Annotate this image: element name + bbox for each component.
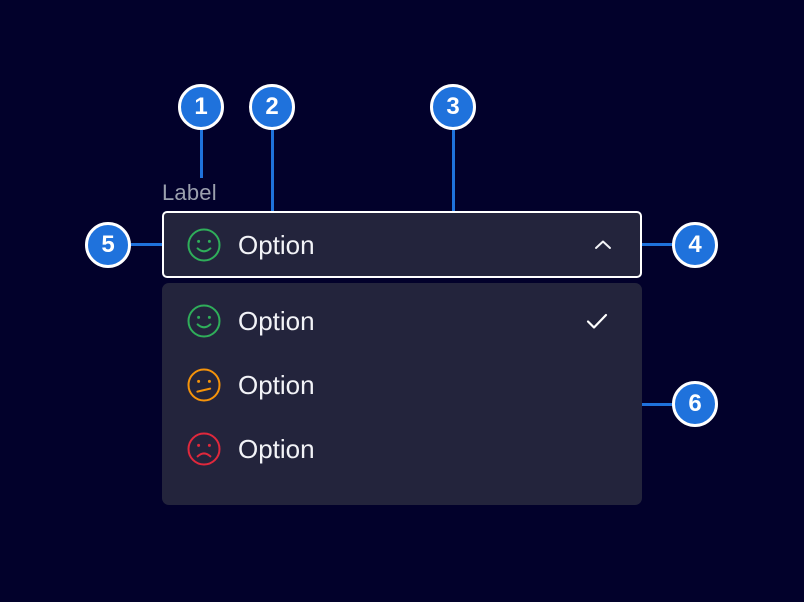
check-icon	[582, 306, 612, 336]
dropdown-panel: Option Option	[162, 283, 642, 505]
dropdown-option-label: Option	[238, 306, 315, 336]
leader-line-6	[642, 403, 674, 406]
leader-line-5	[131, 243, 163, 246]
select-value: Option	[186, 227, 588, 263]
face-neutral-icon	[187, 368, 221, 402]
callout-badge-3[interactable]: 3	[430, 84, 476, 130]
callout-badge-4[interactable]: 4	[672, 222, 718, 268]
select-control[interactable]: Option	[162, 211, 642, 278]
callout-badge-5[interactable]: 5	[85, 222, 131, 268]
leader-line-3	[452, 130, 455, 241]
dropdown-option-2[interactable]: Option	[162, 353, 642, 417]
chevron-up-icon[interactable]	[588, 230, 618, 260]
callout-badge-2[interactable]: 2	[249, 84, 295, 130]
field-label: Label	[162, 180, 217, 205]
callout-badge-1[interactable]: 1	[178, 84, 224, 130]
face-happy-icon	[187, 228, 221, 261]
select-value-text: Option	[238, 229, 315, 260]
leader-line-1	[200, 130, 203, 178]
face-sad-icon	[187, 432, 221, 466]
dropdown-option-label: Option	[238, 370, 315, 400]
leader-line-2	[271, 130, 274, 232]
dropdown-option-3[interactable]: Option	[162, 417, 642, 481]
dropdown-option-1[interactable]: Option	[162, 289, 642, 353]
face-happy-icon	[187, 304, 221, 338]
callout-badge-6[interactable]: 6	[672, 381, 718, 427]
dropdown-option-label: Option	[238, 434, 315, 464]
leader-line-4	[642, 243, 674, 246]
